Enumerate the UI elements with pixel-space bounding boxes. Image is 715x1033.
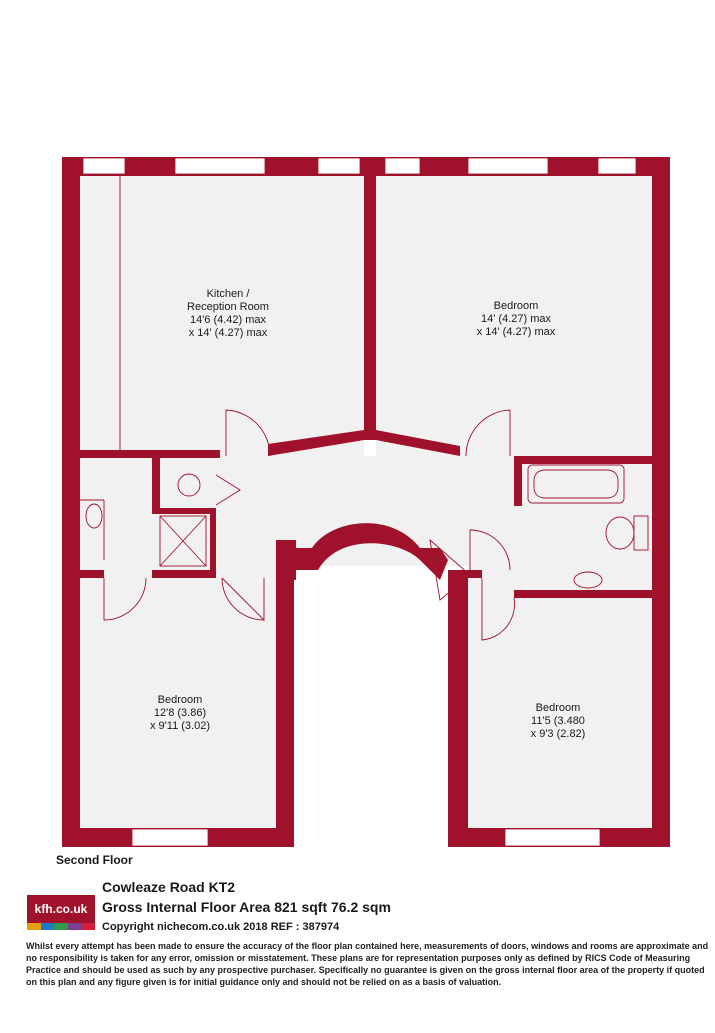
toilet-left <box>177 473 201 497</box>
basin-left <box>85 503 103 529</box>
bath <box>527 464 625 504</box>
svg-text:14' (4.27) max: 14' (4.27) max <box>481 313 551 325</box>
disclaimer: Whilst every attempt has been made to en… <box>26 941 709 987</box>
windows <box>82 157 637 847</box>
logo-strip-3 <box>54 923 68 930</box>
floor-plan: Kitchen / Reception Room 14'6 (4.42) max… <box>62 157 670 847</box>
svg-text:Reception Room: Reception Room <box>187 301 269 313</box>
door-swings <box>103 409 515 641</box>
svg-text:Bedroom: Bedroom <box>536 702 581 714</box>
logo-strip-4 <box>68 923 81 930</box>
property-address: Cowleaze Road KT2 <box>102 879 236 895</box>
floor-areas <box>80 176 652 828</box>
svg-text:11'5 (3.480: 11'5 (3.480 <box>531 715 585 727</box>
shower-tray <box>159 515 207 567</box>
svg-text:x 9'3 (2.82): x 9'3 (2.82) <box>531 728 586 740</box>
fixtures <box>80 176 649 589</box>
room-label-bedroom-bottom-right: Bedroom 11'5 (3.480 x 9'3 (2.82) <box>531 702 586 740</box>
basin-right <box>573 571 603 589</box>
copyright-notice: Copyright nichecom.co.uk 2018 REF : 3879… <box>102 921 340 933</box>
svg-text:Bedroom: Bedroom <box>158 694 203 706</box>
logo-text: kfh.co.uk <box>27 895 95 923</box>
svg-text:14'6 (4.42) max: 14'6 (4.42) max <box>190 314 267 326</box>
svg-text:Kitchen /: Kitchen / <box>207 288 251 300</box>
room-label-bedroom-bottom-left: Bedroom 12'8 (3.86) x 9'11 (3.02) <box>150 694 210 732</box>
room-label-bedroom-top-right: Bedroom 14' (4.27) max x 14' (4.27) max <box>477 300 556 338</box>
kfh-logo: kfh.co.uk <box>27 895 95 931</box>
svg-text:Bedroom: Bedroom <box>494 300 539 312</box>
room-label-kitchen: Kitchen / Reception Room 14'6 (4.42) max… <box>187 288 269 339</box>
floor-label: Second Floor <box>56 853 133 867</box>
logo-strip-2 <box>41 923 54 930</box>
svg-text:x 14' (4.27) max: x 14' (4.27) max <box>477 326 556 338</box>
svg-text:x 14' (4.27) max: x 14' (4.27) max <box>189 327 268 339</box>
floor-area: Gross Internal Floor Area 821 sqft 76.2 … <box>102 899 391 915</box>
svg-text:x 9'11 (3.02): x 9'11 (3.02) <box>150 720 210 732</box>
internal-walls <box>80 176 652 598</box>
logo-strip-5 <box>81 923 95 930</box>
svg-text:12'8 (3.86): 12'8 (3.86) <box>154 707 206 719</box>
logo-strip-1 <box>27 923 41 930</box>
